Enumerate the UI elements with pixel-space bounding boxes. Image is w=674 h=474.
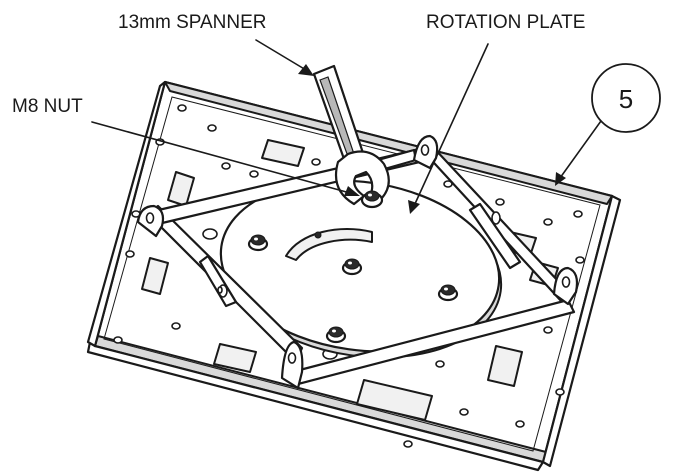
nut [341,258,363,276]
slot-cutout [261,139,305,167]
spanner-leader-arrow [298,64,314,76]
slot-cutout [213,343,257,373]
leader-lines [91,39,607,214]
nut [247,234,269,252]
plate-leader-line [413,43,489,207]
step-number: 5 [619,84,633,114]
nut-leader-arrow [344,186,360,196]
nut-leader-line [91,121,351,194]
spanner-label: 13mm SPANNER [118,12,267,33]
spanner [312,64,390,209]
nut-in-spanner [360,190,384,209]
plate-leader-arrow [408,200,420,214]
nut-label: M8 NUT [12,96,83,117]
m8-nuts [247,234,459,344]
slot-cutout [141,257,169,295]
guide-slot [285,228,373,261]
slot-cutout [356,379,433,421]
spanner-leader-line [255,39,307,71]
step-callout: 5 [591,63,661,133]
step-leader-arrow [555,172,566,186]
nut [325,326,347,344]
rotation-plate-label: ROTATION PLATE [426,12,585,33]
step-leader-line [559,113,607,179]
scissor-frame [136,134,579,390]
slot-cutout [487,345,523,387]
bracket-bottom [280,340,304,390]
nut [437,284,459,302]
